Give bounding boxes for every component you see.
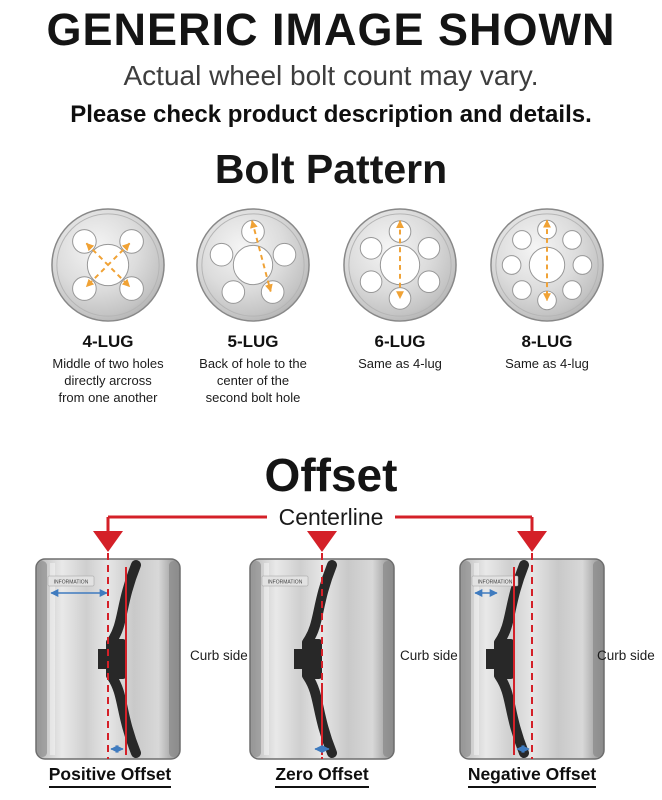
lug-label: 8-LUG [521,332,573,351]
negative-offset-wheel-icon: INFORMATION [459,553,605,760]
offset-heading: Offset [264,449,398,501]
lug-label: 5-LUG [227,332,279,351]
zero-offset-wheel-icon: INFORMATION [249,553,395,760]
rim-stamp-box [261,575,309,587]
pointer-triangle-icon [93,531,123,552]
lug-description: Middle of two holes directly arcross fro… [52,356,164,405]
lug-label: 4-LUG [82,332,134,351]
centerline-label: Centerline [266,504,396,531]
main-title: GENERIC IMAGE SHOWN [46,4,616,55]
six-lug-diagram-icon [343,208,457,322]
center-bore [232,244,274,286]
curb-side-label: Curb side [400,648,458,663]
rim-stamp-text: INFORMATION [54,580,89,586]
wheel-hub [494,639,514,679]
measure-dash-line [85,242,131,288]
four-lug-diagram-icon [51,208,165,322]
lug-item-8: 8-LUG Same as 4-lug [472,206,622,373]
lug-description: Back of hole to the center of the second… [199,356,307,405]
pointer-triangle-icon [307,531,337,552]
positive-offset-label: Positive Offset [48,764,172,788]
rim-stamp-box [471,575,519,587]
five-lug-diagram-icon [196,208,310,322]
positive-offset-wheel-icon: INFORMATION [35,553,181,760]
lug-item-5: 5-LUG Back of hole to the center of the … [178,206,328,407]
lug-description: Same as 4-lug [358,356,442,371]
measure-dash-line [250,220,273,293]
lug-item-6: 6-LUG Same as 4-lug [325,206,475,373]
note-text: Please check product description and det… [70,101,592,128]
rim-stamp-text: INFORMATION [478,580,513,586]
wheel-hub [302,639,322,679]
positive-offset-diagram: INFORMATION [28,553,188,765]
subtitle: Actual wheel bolt count may vary. [123,60,539,91]
eight-lug-diagram-icon [490,208,604,322]
zero-offset-diagram: INFORMATION [242,553,402,765]
curb-side-label: Curb side [190,648,248,663]
centerline-label-wrap: Centerline [0,504,662,531]
negative-offset-diagram: INFORMATION [452,553,612,765]
negative-offset-label: Negative Offset [467,764,597,788]
lug-label: 6-LUG [374,332,426,351]
curb-side-label: Curb side [597,648,655,663]
rim-stamp-box [47,575,95,587]
pointer-triangle-icon [517,531,547,552]
rim-stamp-text: INFORMATION [268,580,303,586]
bolt-pattern-heading: Bolt Pattern [214,146,448,192]
zero-offset-label-wrap: Zero Offset [222,764,422,788]
negative-offset-label-wrap: Negative Offset [432,764,632,788]
wheel-hub [106,639,126,679]
zero-offset-label: Zero Offset [275,764,369,788]
lug-description: Same as 4-lug [505,356,589,371]
positive-offset-label-wrap: Positive Offset [10,764,210,788]
lug-item-4: 4-LUG Middle of two holes directly arcro… [33,206,183,407]
